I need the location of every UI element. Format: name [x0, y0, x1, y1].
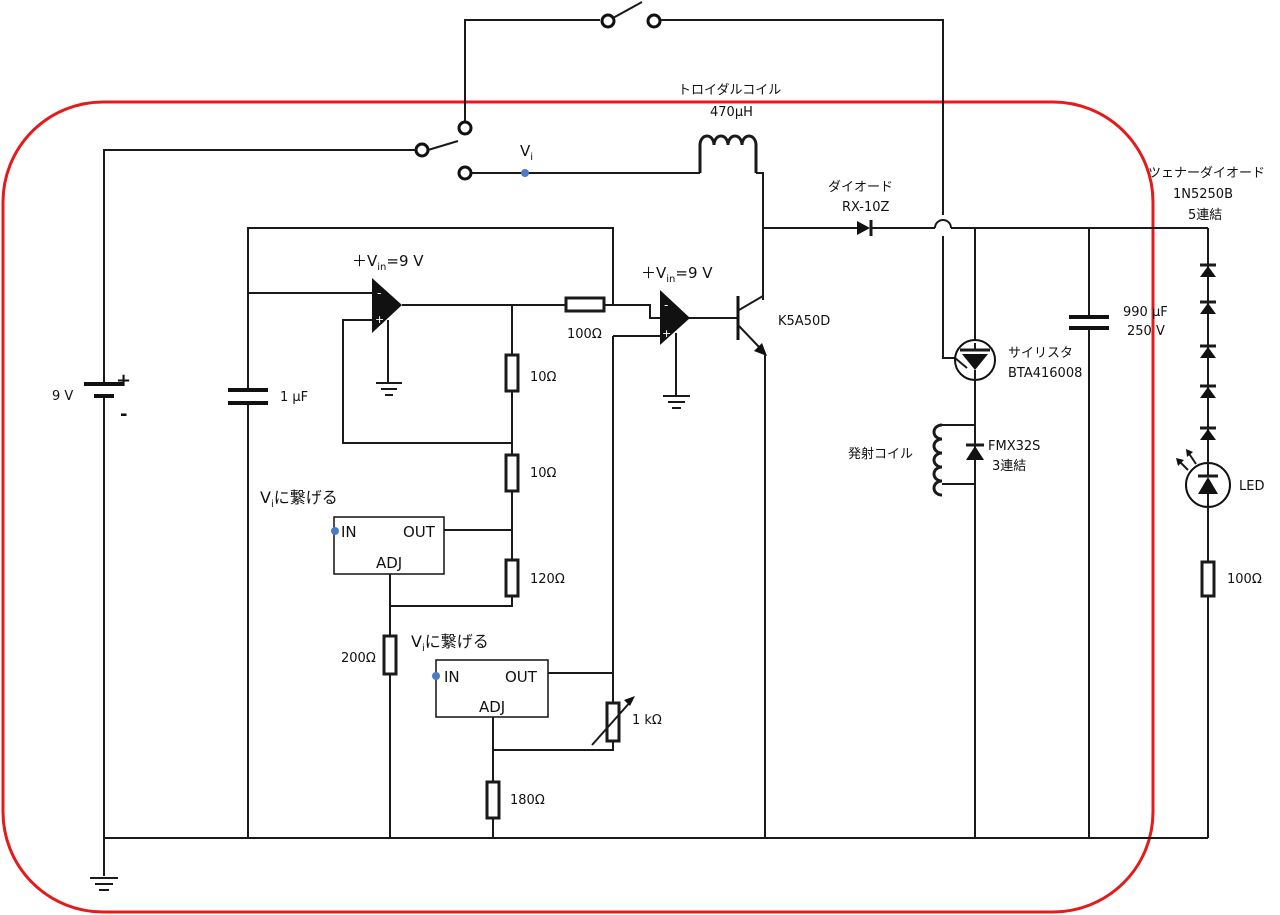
- diode-part-label: RX-10Z: [842, 200, 890, 215]
- fmx-part-label: FMX32S: [988, 439, 1040, 454]
- reg2-out: OUT: [505, 668, 538, 686]
- zener-count-label: 5連結: [1188, 208, 1222, 223]
- connect2-label: Viに繋げる: [411, 632, 489, 654]
- r100-led-label: 100Ω: [1227, 572, 1262, 587]
- toroidal-coil-label: トロイダルコイル: [678, 83, 781, 98]
- cap-1uf-label: 1 μF: [280, 390, 308, 405]
- highlight-region: [1, 100, 1155, 914]
- diode-rx10z: [857, 220, 873, 236]
- reg1-adj: ADJ: [376, 554, 402, 572]
- resistor-10-a: [504, 353, 520, 393]
- reg2-in-node: [432, 672, 440, 680]
- resistor-10-b: [504, 453, 520, 493]
- resistor-100-top: [564, 296, 606, 313]
- zener-diode-2: [1200, 300, 1216, 314]
- battery-9v: [84, 382, 124, 876]
- zener-diode-4: [1200, 384, 1216, 398]
- opamp1-minus: -: [377, 286, 381, 300]
- reg1-in: IN: [341, 523, 357, 541]
- thyristor-part-label: BTA416008: [1008, 366, 1082, 381]
- opamp2-minus: -: [664, 298, 668, 312]
- fmx32s-diode: [966, 443, 984, 460]
- opamp1-plus: +: [375, 313, 384, 326]
- r180-label: 180Ω: [510, 793, 545, 808]
- battery-minus: -: [120, 404, 127, 425]
- r200-label: 200Ω: [341, 651, 376, 666]
- resistor-120: [504, 558, 520, 598]
- battery-plus: +: [116, 370, 131, 391]
- top-switch[interactable]: [464, 1, 944, 215]
- zener-part-label: 1N5250B: [1173, 187, 1233, 202]
- pot-label: 1 kΩ: [632, 713, 662, 728]
- toroidal-coil-value: 470μH: [710, 105, 753, 120]
- ground-symbol-main: [90, 877, 118, 891]
- transistor-k5a50d: [690, 295, 767, 838]
- vin2-label: ＋Vin=9 V: [641, 264, 713, 285]
- reg1-out: OUT: [403, 523, 436, 541]
- transistor-label: K5A50D: [778, 314, 830, 329]
- zener-name-label: ツェナーダイオード: [1148, 166, 1265, 181]
- vi-node: [521, 169, 529, 177]
- launch-coil-label: 発射コイル: [848, 446, 913, 462]
- connect1-label: Viに繋げる: [260, 488, 338, 510]
- vin1-label: ＋Vin=9 V: [352, 252, 424, 273]
- zener-diode-1: [1200, 263, 1216, 277]
- vi-label: Vi: [520, 142, 533, 163]
- reg2-adj: ADJ: [479, 698, 505, 716]
- regulator-1: [333, 516, 445, 575]
- r10a-label: 10Ω: [530, 370, 557, 385]
- thyristor-name-label: サイリスタ: [1008, 346, 1073, 361]
- main-cap-value: 990 μF: [1123, 305, 1168, 320]
- resistor-100-led: [1200, 560, 1216, 598]
- zener-diode-5: [1200, 426, 1216, 440]
- selector-switch[interactable]: [103, 120, 700, 383]
- thyristor: [954, 228, 996, 381]
- opamp-1: [372, 278, 402, 396]
- capacitor-1uf: [247, 227, 614, 838]
- resistor-200: [382, 634, 398, 676]
- led: [1176, 449, 1231, 508]
- main-cap-voltage: 250 V: [1127, 324, 1165, 339]
- led-label: LED: [1239, 479, 1264, 494]
- r100-top-label: 100Ω: [567, 327, 602, 342]
- opamp2-plus: +: [662, 327, 671, 340]
- zener-diode-3: [1200, 344, 1216, 358]
- reg2-in: IN: [444, 668, 460, 686]
- fmx-count-label: 3連結: [992, 459, 1026, 474]
- regulator-2: [435, 659, 549, 718]
- battery-label: 9 V: [52, 389, 73, 404]
- diode-name-label: ダイオード: [828, 180, 893, 195]
- r10b-label: 10Ω: [530, 466, 557, 481]
- r120-label: 120Ω: [530, 572, 565, 587]
- launch-coil: [932, 423, 975, 497]
- toroidal-coil: [698, 134, 764, 300]
- opamp-2: [660, 290, 690, 409]
- reg1-in-node: [331, 527, 339, 535]
- resistor-180: [485, 780, 501, 820]
- main-capacitor: [1069, 228, 1109, 838]
